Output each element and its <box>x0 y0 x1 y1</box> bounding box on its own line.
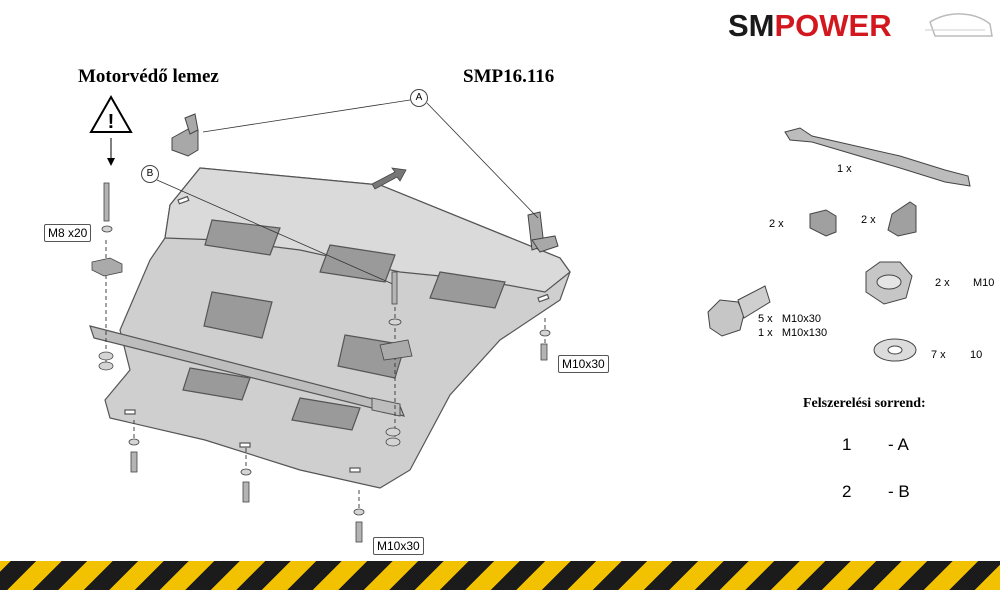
part-name: Motorvédő lemez <box>78 66 219 87</box>
install-order-heading: Felszerelési sorrend: <box>803 396 926 411</box>
callout-a: A <box>410 89 428 107</box>
washers <box>98 225 551 516</box>
install-step-2-num: 2 <box>842 482 852 501</box>
washer-size: 10 <box>970 349 983 361</box>
skid-plate <box>104 167 571 489</box>
clip-parts <box>91 257 413 361</box>
logo-sm-text: SM <box>728 8 775 43</box>
install-step-1-num: 1 <box>842 435 852 454</box>
direction-arrow <box>371 167 407 190</box>
washer-qty: 7 x <box>931 349 946 361</box>
cross-bracket <box>89 325 405 417</box>
part-number: SMP16.116 <box>463 66 555 87</box>
callout-b: B <box>141 165 159 183</box>
hazard-stripe-footer <box>0 561 1000 590</box>
bolt-tag-m10-right: M10x30 <box>558 355 609 373</box>
bolt-line-2: 1 x M10x130 <box>758 327 828 339</box>
bolt-tag-m8: M8 x20 <box>44 224 92 242</box>
nut-qty: 2 x <box>935 277 950 289</box>
smpower-logo: SMPOWER <box>728 8 892 44</box>
svg-text:!: ! <box>108 111 115 133</box>
clip-qty: 2 x <box>769 218 784 230</box>
bolts <box>103 182 548 543</box>
logo-power-text: POWER <box>774 8 892 43</box>
bracket-qty: 1 x <box>837 163 852 175</box>
bolt-tag-m10-bottom: M10x30 <box>373 537 424 555</box>
angle-bracket-left <box>171 113 199 157</box>
angle-bracket-right <box>527 211 559 253</box>
nut-size: M10 <box>973 277 995 289</box>
angle-qty: 2 x <box>861 214 876 226</box>
bolt-line-1: 5 x M10x30 <box>758 313 821 325</box>
warning-icon: ! <box>89 94 133 166</box>
parts-drawings <box>707 127 971 362</box>
install-step-2-ref: - B <box>888 482 910 501</box>
install-step-1-ref: - A <box>888 435 909 454</box>
